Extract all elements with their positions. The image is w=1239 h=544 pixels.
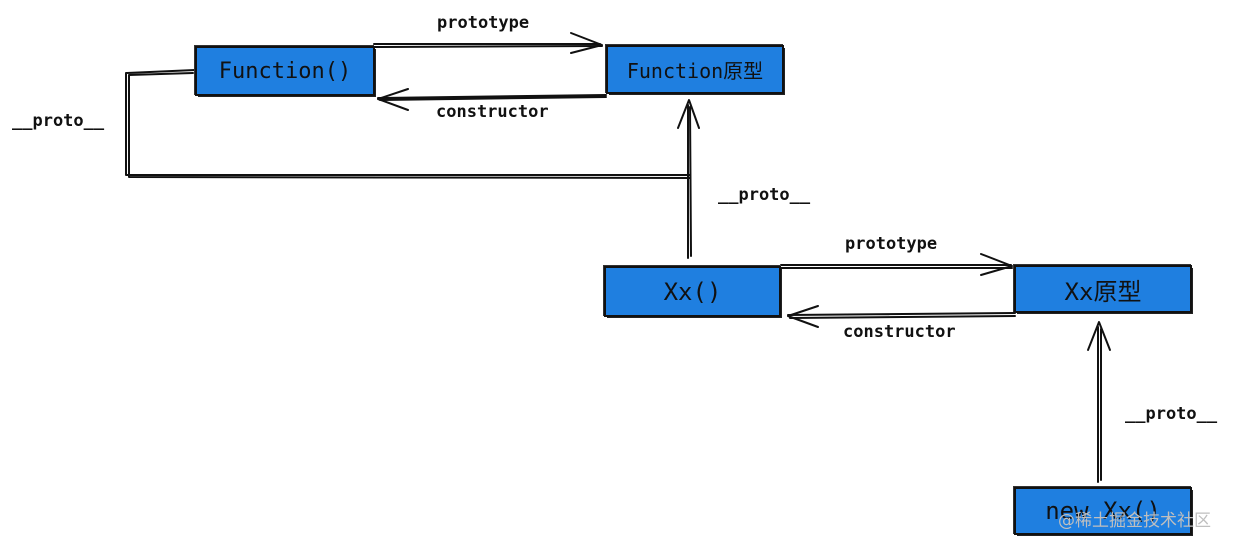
edge-label-function-prototype: prototype <box>437 13 530 33</box>
edge-xx-constructor-arrowhead <box>787 305 819 328</box>
node-xx-prototype: Xx原型 <box>1014 265 1192 313</box>
watermark-text: @稀土掘金技术社区 <box>1058 511 1211 531</box>
edge-newxx-proto <box>1097 326 1102 483</box>
edge-function-constructor <box>377 94 607 101</box>
edge-function-prototype-arrowhead <box>570 32 603 54</box>
edge-xx-to-function-proto <box>687 104 692 259</box>
node-xx-constructor: Xx() <box>604 266 781 317</box>
node-new-xx-label: new Xx() <box>1045 497 1161 525</box>
node-function-prototype-label: Function原型 <box>626 59 764 83</box>
edge-xx-constructor <box>787 312 1016 319</box>
edge-label-xx-to-function-proto: __proto__ <box>718 185 811 205</box>
edge-newxx-proto-arrowhead <box>1087 321 1111 351</box>
edge-xx-prototype-arrowhead <box>980 253 1013 276</box>
edge-xx-to-function-proto-arrowhead <box>677 99 700 129</box>
node-function-constructor-label: Function() <box>218 58 352 84</box>
edge-label-xx-prototype: prototype <box>845 234 938 254</box>
edge-label-newxx-proto: __proto__ <box>1125 404 1218 424</box>
node-new-xx: new Xx() <box>1014 487 1192 535</box>
edge-function-proto-loop <box>125 69 691 179</box>
edge-xx-prototype <box>780 264 1013 269</box>
node-function-constructor: Function() <box>195 46 375 96</box>
edge-label-xx-constructor: constructor <box>843 322 956 342</box>
edge-label-function-constructor: constructor <box>436 102 549 122</box>
edge-label-function-proto: __proto__ <box>12 111 105 131</box>
node-xx-prototype-label: Xx原型 <box>1064 277 1142 306</box>
node-xx-constructor-label: Xx() <box>663 277 722 306</box>
edge-function-prototype <box>373 43 603 48</box>
node-function-prototype: Function原型 <box>606 45 784 94</box>
edge-function-constructor-arrowhead <box>377 88 409 111</box>
